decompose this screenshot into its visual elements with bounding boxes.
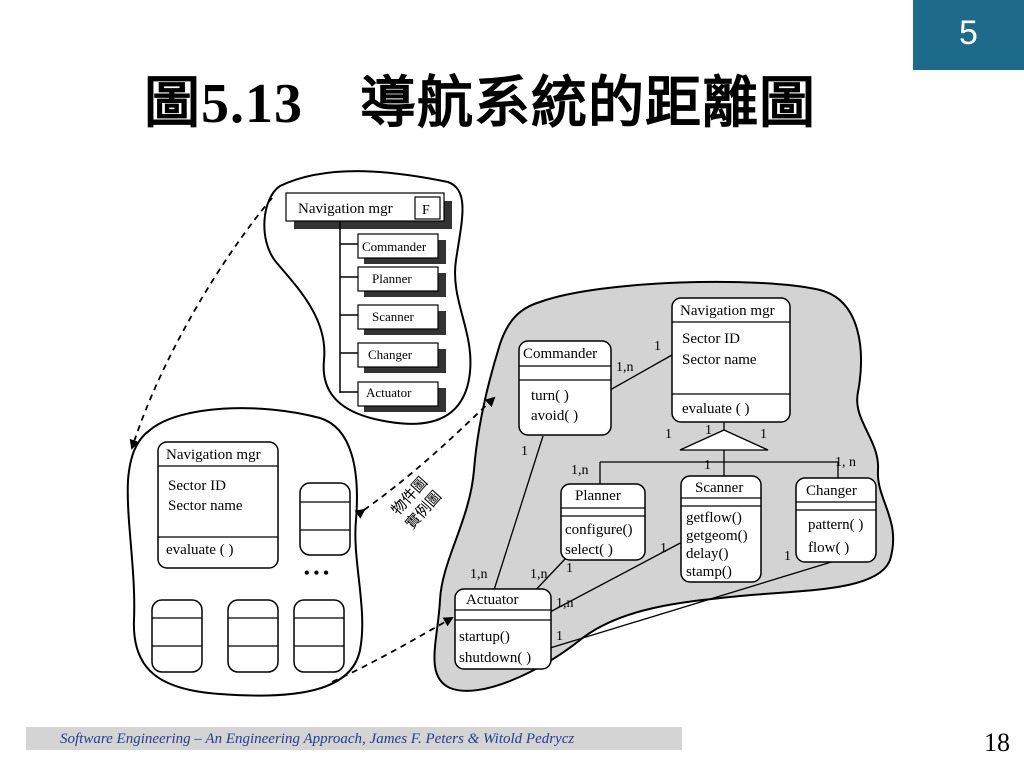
multiplicity-label: 1 [654, 339, 661, 354]
multiplicity-label: 1 [784, 549, 791, 564]
chapter-number-badge: 5 [913, 0, 1024, 70]
instance-attribute: Sector name [168, 498, 243, 514]
class-changer [795, 477, 877, 563]
instance-attribute: Sector ID [168, 478, 226, 494]
class-operation: delay() [686, 546, 728, 562]
multiplicity-label: 1 [705, 423, 712, 438]
hierarchy-root-badge-box [414, 196, 441, 220]
multiplicity-label: 1,n [556, 596, 574, 611]
class-commander [518, 340, 612, 436]
multiplicity-label: 1,n [470, 567, 488, 582]
class-attribute: Sector name [682, 352, 757, 368]
multiplicity-label: 1 [704, 458, 711, 473]
multiplicity-label: 1 [521, 444, 528, 459]
multiplicity-label: 1 [660, 541, 667, 556]
hierarchy-child-planner: Planner [372, 271, 412, 286]
footer-citation: Software Engineering – An Engineering Ap… [60, 731, 575, 747]
class-attribute: Sector ID [682, 331, 740, 347]
hierarchy-child-box [357, 266, 439, 292]
class-name: Scanner [695, 480, 743, 496]
class-operation: avoid( ) [531, 408, 578, 424]
class-name: Planner [575, 488, 621, 504]
class-name: Actuator [466, 592, 518, 608]
class-name: Changer [806, 483, 857, 499]
instance-object-box [299, 482, 351, 556]
class-operation: flow( ) [808, 540, 849, 556]
hierarchy-child-box [357, 342, 439, 368]
class-operation: turn( ) [531, 388, 569, 404]
class-operation: shutdown( ) [459, 650, 531, 666]
footer-bar [26, 727, 682, 750]
page-number: 18 [984, 728, 1010, 757]
multiplicity-label: 1 [566, 561, 573, 576]
dashed-arrow [354, 396, 496, 519]
class-name: Navigation mgr [680, 303, 775, 319]
hierarchy-child-actuator: Actuator [366, 385, 412, 400]
multiplicity-label: 1 [760, 427, 767, 442]
class-operation: startup() [459, 629, 510, 645]
dashed-arrow [331, 617, 454, 683]
class-operation: configure() [565, 522, 632, 538]
multiplicity-label: 1,n [571, 463, 589, 478]
multiplicity-label: 1 [665, 427, 672, 442]
multiplicity-label: 1, n [835, 455, 856, 470]
hierarchy-child-changer: Changer [368, 347, 413, 362]
hierarchy-child-scanner: Scanner [372, 309, 415, 324]
class-navigation-mgr [671, 297, 791, 423]
instance-object-box [151, 599, 203, 673]
class-operation: getflow() [686, 510, 742, 526]
slide-title: 圖5.13 導航系統的距離圖 [144, 73, 816, 135]
class-actuator [454, 588, 552, 670]
class-name: Commander [523, 346, 597, 362]
instance-object-box [293, 599, 345, 673]
class-operation: select( ) [565, 542, 613, 558]
instance-object-box [227, 599, 279, 673]
hierarchy-child-box [357, 233, 439, 259]
instance-class-name: Navigation mgr [166, 447, 261, 463]
multiplicity-label: 1,n [616, 360, 634, 375]
multiplicity-label: 1 [556, 629, 563, 644]
class-operation: evaluate ( ) [682, 401, 749, 417]
dashed-arrow [129, 197, 273, 450]
class-planner [560, 483, 646, 561]
class-scanner [680, 475, 762, 583]
multiplicity-label: 1,n [530, 567, 548, 582]
class-operation: stamp() [686, 564, 732, 580]
hierarchy-root-label: Navigation mgr [298, 201, 393, 217]
hierarchy-root-badge: F [422, 203, 430, 218]
class-operation: pattern( ) [808, 517, 863, 533]
hierarchy-child-commander: Commander [362, 239, 427, 254]
instance-operation: evaluate ( ) [166, 542, 233, 558]
class-operation: getgeom() [686, 528, 748, 544]
hierarchy-child-box [357, 304, 439, 330]
instance-ellipsis: • • • [304, 565, 329, 582]
